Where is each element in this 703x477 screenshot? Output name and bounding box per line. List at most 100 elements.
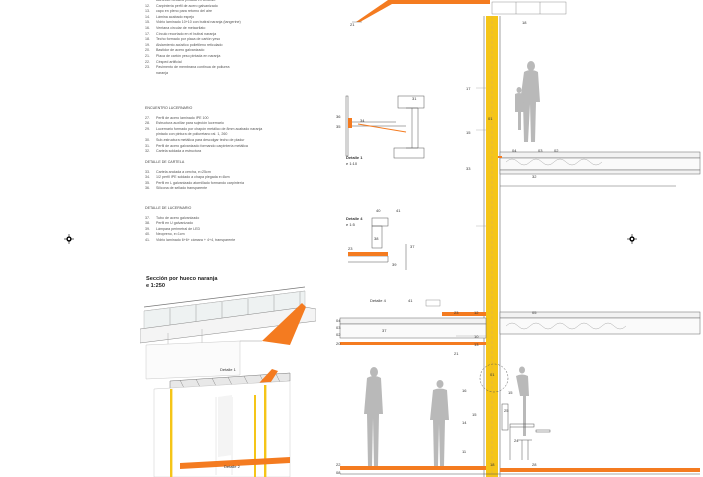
- legend-item-text: capo en pleno para retorno del aire: [156, 9, 212, 14]
- registration-mark-icon: [627, 234, 637, 244]
- section-title: Sección por hueco naranja e 1:250: [146, 276, 218, 290]
- ref-tag: 12: [474, 310, 479, 315]
- legend-item: 34.1/2 perfil IPE soldado a chapa plegad…: [145, 175, 244, 181]
- legend-item-number: 35.: [145, 180, 150, 185]
- legend-item: 41.Vidrio laminado 6+6+ cámara + 4+4, tr…: [145, 238, 235, 244]
- legend-item-text: Lucernario formado por chapón metálico d…: [156, 126, 263, 131]
- ref-tag: 41: [408, 298, 413, 303]
- legend-item-text: Lámina acabado espejo: [156, 14, 195, 19]
- legend-item-number: 28.: [145, 121, 150, 126]
- legend-item-text: Vidrio laminado 10+10 con butiral naranj…: [156, 20, 241, 25]
- legend-item-number: 18.: [145, 37, 150, 42]
- detail-label: Detalle 2: [224, 464, 241, 469]
- ref-tag: 37: [382, 328, 387, 333]
- legend-item-number: 39.: [145, 226, 150, 231]
- detail-scale: e 1:5: [346, 222, 356, 227]
- legend-item-text: Aislamiento acústico polietileno reticul…: [156, 42, 223, 47]
- legend-item-number: 40.: [145, 232, 150, 237]
- legend-item: 20. Bastidor de acero galvanizado: [145, 48, 241, 54]
- ref-tag: 14: [462, 420, 467, 425]
- legend-item: 33.Cartela anclada a cercha, e=25cm: [145, 170, 244, 176]
- legend-item-number: 37.: [145, 215, 150, 220]
- legend-item-text: Perfil en U galvanizado: [156, 221, 193, 226]
- legend-item: 17.Círculo recortado en el butiral naran…: [145, 32, 241, 38]
- ref-tag: 25: [504, 408, 509, 413]
- ref-tag: 15: [466, 130, 471, 135]
- legend-item-text: Placa de cartón yeso pintada en naranja: [156, 53, 221, 58]
- legend-item-number: 12.: [145, 3, 150, 8]
- legend-item-text: Tubo de acero galvanizado: [156, 215, 200, 220]
- legend-item: 19.Aislamiento acústico polietileno reti…: [145, 43, 241, 49]
- ref-tag: 37: [410, 244, 415, 249]
- legend-item-text: Sub-estructura metálica para descolgar t…: [156, 137, 245, 142]
- detail-label: Detalle 4: [370, 298, 387, 303]
- legend-item-text: Cartela soldada a estructura: [156, 149, 202, 154]
- legend-item-number: 36.: [145, 186, 150, 191]
- ref-tag: 34: [360, 118, 365, 123]
- legend-item: naranja: [145, 71, 241, 77]
- ref-tag: 05: [532, 310, 537, 315]
- ref-tag: 41: [396, 208, 401, 213]
- legend-item-text: Círculo recortado en el butiral naranja: [156, 31, 217, 36]
- legend-encuentro-lucernario: ENCUENTRO LUCERNARIO 27. Perfil de acero …: [145, 106, 262, 155]
- legend-item-number: 20.: [145, 48, 150, 53]
- technical-section-drawing: Detalle 1 e 1:10 Detalle 4 e 1:5 Detalle…: [336, 0, 701, 477]
- legend-item: 16.Ventana circular de metacrilato: [145, 26, 241, 32]
- legend-item-number: 38.: [145, 221, 150, 226]
- legend-item-text: Ventana circular de metacrilato: [156, 25, 206, 30]
- legend-heading: ENCUENTRO LUCERNARIO: [145, 106, 193, 110]
- ref-tag: 10: [474, 334, 479, 339]
- legend-item-text: Baranda metálica pintada en amarillo: [156, 0, 216, 2]
- ref-tag: 39: [392, 262, 397, 267]
- ref-tag: 04: [336, 318, 341, 323]
- legend-item-number: 22.: [145, 59, 150, 64]
- legend-item: 30.Sub-estructura metálica para descolga…: [145, 138, 262, 144]
- ref-tag: 13: [474, 342, 479, 347]
- ref-tag: 38: [374, 236, 379, 241]
- ref-tag: 21: [350, 22, 355, 27]
- legend-item-text: Perfil de acero laminado IPE 100: [156, 115, 209, 120]
- legend-item-text: naranja: [156, 70, 168, 75]
- legend-item-number: 23.: [145, 65, 150, 70]
- legend-item-text: Silicona de sellado transparente: [156, 186, 208, 191]
- legend-item-number: 29.: [145, 126, 150, 131]
- legend-heading: DETALLE DE LUCERNARIO: [145, 206, 192, 210]
- registration-mark-icon: [64, 234, 74, 244]
- legend-item-text: Césped artificial: [156, 59, 182, 64]
- ref-tag: 18: [522, 20, 527, 25]
- legend-item: 27. Perfil de acero laminado IPE 100: [145, 116, 262, 122]
- legend-item: 35.Perfil en L galvanizado atornillado f…: [145, 181, 244, 187]
- ref-tag: 31: [412, 96, 417, 101]
- ref-tag: 32: [532, 174, 537, 179]
- ref-tag: 01: [488, 116, 493, 121]
- legend-item: 15.Vidrio laminado 10+10 con butiral nar…: [145, 20, 241, 26]
- legend-item-number: 27.: [145, 115, 150, 120]
- detail-label: Detalle 1: [346, 155, 363, 160]
- legend-item-number: [145, 71, 156, 77]
- ref-tag: 08: [336, 470, 341, 475]
- detail-label: Detalle 1: [220, 367, 237, 372]
- ref-tag: 28: [532, 462, 537, 467]
- legend-item: 32.Cartela soldada a estructura: [145, 149, 262, 155]
- ref-tag: 35: [336, 124, 341, 129]
- legend-item: 38. Perfil en U galvanizado: [145, 221, 235, 227]
- legend-item-text: Bastidor de acero galvanizado: [156, 48, 205, 53]
- ref-tag: 17: [466, 86, 471, 91]
- ref-tag: 33: [466, 166, 471, 171]
- legend-item-number: 31.: [145, 143, 150, 148]
- legend-item: 28.Estructura auxiliar para sujeción luc…: [145, 121, 262, 127]
- legend-item: 13.capo en pleno para retorno del aire: [145, 9, 241, 15]
- legend-item: 14.Lámina acabado espejo: [145, 15, 241, 21]
- legend-item-number: 33.: [145, 169, 150, 174]
- perspective-section-drawing: Detalle 1 Detalle 2: [140, 286, 316, 477]
- ref-tag: 23: [348, 246, 353, 251]
- ref-tag: 24: [514, 438, 519, 443]
- legend-item: 12.Carpintería perfil de acero galvaniza…: [145, 4, 241, 10]
- ref-tag: 15: [472, 412, 477, 417]
- ref-tag: 20: [336, 341, 341, 346]
- ref-tag: 18: [490, 462, 495, 467]
- legend-item: 22. Césped artificial: [145, 60, 241, 66]
- legend-item-text: Perfil de acero galvanizado formando car…: [156, 143, 248, 148]
- section-title-line1: Sección por hueco naranja: [146, 276, 218, 282]
